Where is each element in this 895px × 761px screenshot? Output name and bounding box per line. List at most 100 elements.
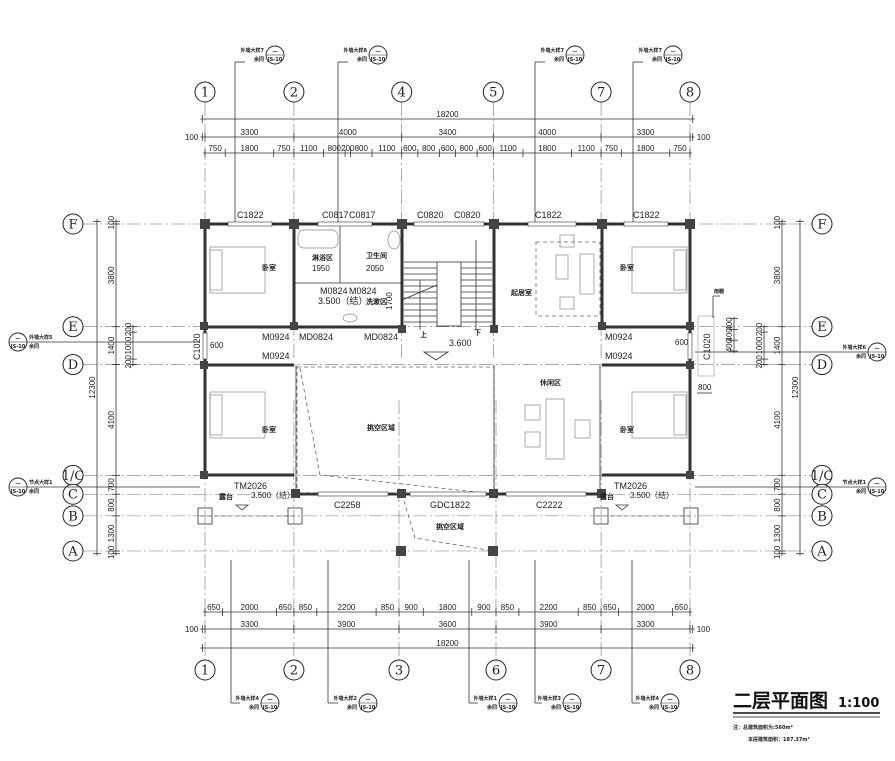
callout-bottom-2-sub: 余同 (346, 704, 357, 711)
dim-left-mid-label: 100 (107, 215, 116, 229)
room-living: 起居室 (510, 288, 532, 297)
window-c2222: C2222 (536, 500, 563, 510)
dim-bottom-sub-label: 2200 (338, 603, 356, 612)
dim-right-mid-label: 4100 (773, 410, 782, 428)
dim-left-inner-label: 1000 (124, 336, 133, 354)
axis-bottom-3-label: 3 (395, 664, 403, 679)
drawing-scale: 1:100 (838, 696, 879, 711)
axis-left-1/C-label: 1/C (62, 469, 85, 484)
callout-bottom-5-sheet: JS-10 (662, 705, 678, 711)
axis-bottom-7-label: 7 (597, 664, 605, 679)
dim-top-sub-label: 600 (479, 144, 493, 153)
dim-top-mid-label: 4000 (538, 128, 556, 137)
axis-right-1/C-label: 1/C (811, 469, 834, 484)
dim-top-sub-label: 600 (441, 144, 455, 153)
axis-top-5-circle (482, 81, 504, 103)
axis-bottom-1-circle (194, 659, 216, 681)
level-terrace-left: 3.500（结） (251, 490, 295, 500)
callout-top-2-sheet: JS-10 (370, 57, 386, 63)
callout-top-3-label: 外墙大样7 (541, 47, 565, 54)
drawing-title: 二层平面图 (733, 690, 828, 712)
dim-canopy-label: 400 (725, 328, 734, 342)
axis-bottom-8-label: 8 (686, 664, 694, 679)
dim-canopy-label: 400 (725, 338, 734, 352)
callout-right-2-sheet: JS-10 (869, 489, 885, 495)
axis-left-E-circle (62, 316, 84, 338)
dim-bottom-mid-label: 3300 (241, 620, 259, 629)
axis-bottom-2-label: 2 (290, 664, 298, 679)
axis-top-2-circle (283, 81, 305, 103)
callout-top-2-sub: 余同 (356, 56, 367, 63)
callout-bottom-3-num: — (506, 697, 511, 703)
callout-right-2-sub: 余同 (855, 488, 866, 495)
axis-left-F-circle (62, 213, 84, 235)
axis-top-8-label: 8 (686, 86, 694, 101)
window-c0817: C0817 (322, 210, 349, 220)
axis-right-C-circle (811, 483, 833, 505)
note-floor-area: 本层建筑面积：187.37m² (747, 736, 810, 743)
callout-left-1-sub: 余同 (28, 343, 39, 350)
axis-top-1-circle (194, 81, 216, 103)
callout-bottom-3-sub: 余同 (486, 704, 497, 711)
dim-top-sub-label: 1800 (538, 144, 556, 153)
dim-bottom-sub-label: 850 (299, 603, 313, 612)
axis-left-F-label: F (68, 218, 77, 233)
axis-right-A-label: A (816, 545, 827, 560)
axis-left-D-circle (62, 354, 84, 376)
dim-top-sub-label: 1100 (378, 144, 396, 153)
dim-top-sub-label: 750 (605, 144, 619, 153)
callout-top-1-label: 外墙大样7 (241, 47, 265, 54)
room-wash: 洗漱区 (366, 297, 387, 306)
dim-bottom-sub-label: 1800 (439, 603, 457, 612)
dim-bottom-sub-label: 2200 (540, 603, 558, 612)
dim-top-sub-label: 1100 (300, 144, 318, 153)
window-c0820: C0820 (417, 210, 444, 220)
callout-bottom-4-num: — (570, 697, 575, 703)
dim-bottom-sub-label: 900 (404, 603, 418, 612)
callout-bottom-1-label: 外墙大样4 (236, 695, 260, 702)
dim-bottom-sub-label: 2000 (241, 603, 259, 612)
callout-top-4-sub: 余同 (651, 56, 662, 63)
window-c1822: C1822 (237, 210, 264, 220)
detail-callouts: —JS-10外墙大样7余同—JS-10外墙大样8余同—JS-10外墙大样7余同—… (8, 45, 887, 713)
callout-bottom-4-sub: 余同 (550, 704, 561, 711)
axis-bottom-1-label: 1 (201, 664, 209, 679)
axis-right-D-circle (811, 354, 833, 376)
window-c1020-left: C1020 (192, 333, 202, 360)
callout-top-4-sheet: JS-10 (665, 57, 681, 63)
dim-top-mid-label: 3300 (637, 128, 655, 137)
windows (202, 221, 715, 497)
axis-right-F-label: F (817, 218, 826, 233)
dim-right-inner-label: 200 (755, 322, 764, 336)
axis-bottom-6-circle (485, 659, 507, 681)
axis-bottom-7-circle (590, 659, 612, 681)
dim-bottom-sub-label: 650 (603, 603, 617, 612)
axis-left-C-circle (62, 483, 84, 505)
callout-top-1-sheet: JS-10 (267, 57, 283, 63)
dim-left-mid-label: 1300 (107, 524, 116, 542)
axis-top-7-circle (590, 81, 612, 103)
dim-c1020-left: 600 (210, 341, 224, 350)
callout-bottom-2-sheet: JS-10 (360, 705, 376, 711)
dim-top-total-label: 18200 (436, 110, 459, 119)
inner-dimensions: 1950 2050 1700 600 600 3.600 3.500（结） 3.… (210, 264, 724, 511)
dim-left-mid-label: 100 (107, 545, 116, 559)
dim-top-sub-label: 1800 (241, 144, 259, 153)
dim-top-sub-label: 800 (460, 144, 474, 153)
axis-top-4-circle (391, 81, 413, 103)
dim-right-mid-label: 3800 (773, 266, 782, 284)
callout-bottom-2-num: — (366, 697, 371, 703)
dim-top-sub-label: 1100 (578, 144, 596, 153)
callout-bottom-3-sheet: JS-10 (500, 705, 516, 711)
dim-top-sub-label: 800 (355, 144, 369, 153)
room-bedroom-se: 卧室 (620, 425, 634, 434)
callout-top-3-num: — (573, 49, 578, 55)
dim-right-mid-label: 800 (773, 498, 782, 512)
callout-bottom-3-label: 外墙大样1 (474, 695, 498, 702)
callout-top-4-num: — (671, 49, 676, 55)
door-tm2026-right: TM2026 (614, 481, 647, 491)
dim-toilet: 2050 (366, 264, 384, 273)
dim-top-sub-label: 1800 (637, 144, 655, 153)
furniture (209, 229, 688, 460)
dim-bottom-sub-label: 850 (381, 603, 395, 612)
